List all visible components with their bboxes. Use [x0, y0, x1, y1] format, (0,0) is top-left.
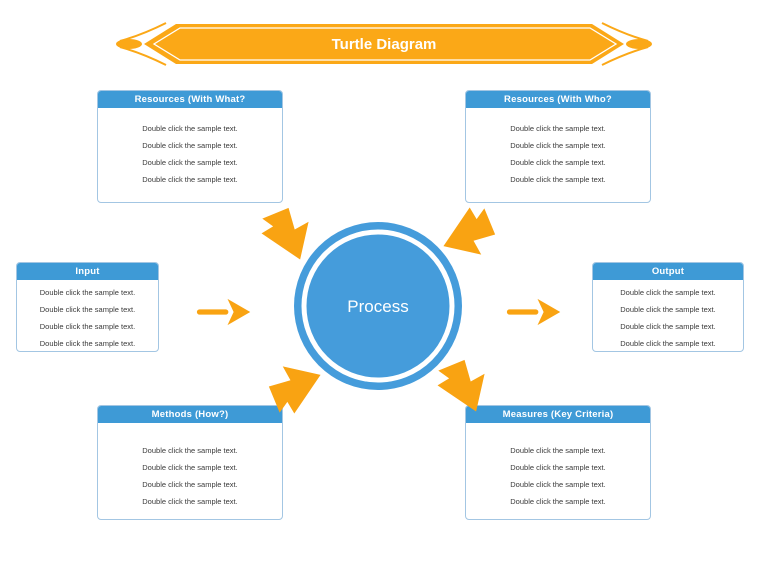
- box-resources-who-body: Double click the sample text. Double cli…: [466, 108, 650, 188]
- box-input-title[interactable]: Input: [17, 263, 158, 280]
- sample-text-line[interactable]: Double click the sample text.: [39, 288, 136, 297]
- sample-text-line[interactable]: Double click the sample text.: [142, 124, 238, 133]
- arrow-input-to-process[interactable]: [196, 296, 252, 328]
- banner-ribbon-inner-outline: [152, 27, 618, 61]
- arrow-resources-what-to-process[interactable]: [247, 191, 326, 270]
- arrow-process-to-output[interactable]: [506, 296, 562, 328]
- box-output-body: Double click the sample text. Double cli…: [593, 280, 743, 351]
- right-arrow-icon: [506, 298, 561, 326]
- box-input-body: Double click the sample text. Double cli…: [17, 280, 158, 351]
- double-chevron-arrow-icon: [261, 207, 309, 260]
- sample-text-line[interactable]: Double click the sample text.: [510, 446, 606, 455]
- box-resources-what-body: Double click the sample text. Double cli…: [98, 108, 282, 188]
- process-circle[interactable]: Process: [294, 222, 462, 390]
- banner-left-ornament-icon: [116, 22, 167, 66]
- box-resources-what[interactable]: Resources (With What? Double click the s…: [97, 90, 283, 203]
- box-input[interactable]: Input Double click the sample text. Doub…: [16, 262, 159, 352]
- sample-text-line[interactable]: Double click the sample text.: [510, 124, 606, 133]
- box-output[interactable]: Output Double click the sample text. Dou…: [592, 262, 744, 352]
- sample-text-line[interactable]: Double click the sample text.: [39, 339, 136, 348]
- sample-text-line[interactable]: Double click the sample text.: [510, 497, 606, 506]
- box-methods-body: Double click the sample text. Double cli…: [98, 423, 282, 510]
- sample-text-line[interactable]: Double click the sample text.: [510, 158, 606, 167]
- sample-text-line[interactable]: Double click the sample text.: [39, 322, 136, 331]
- sample-text-line[interactable]: Double click the sample text.: [620, 288, 716, 297]
- box-measures-title[interactable]: Measures (Key Criteria): [466, 406, 650, 423]
- sample-text-line[interactable]: Double click the sample text.: [142, 497, 238, 506]
- sample-text-line[interactable]: Double click the sample text.: [142, 480, 238, 489]
- sample-text-line[interactable]: Double click the sample text.: [142, 158, 238, 167]
- box-measures-body: Double click the sample text. Double cli…: [466, 423, 650, 510]
- process-inner-ring: [301, 229, 455, 383]
- sample-text-line[interactable]: Double click the sample text.: [620, 305, 716, 314]
- arrow-process-to-measures[interactable]: [423, 343, 502, 422]
- sample-text-line[interactable]: Double click the sample text.: [510, 141, 606, 150]
- sample-text-line[interactable]: Double click the sample text.: [142, 141, 238, 150]
- box-resources-who-title[interactable]: Resources (With Who?: [466, 91, 650, 108]
- arrow-methods-to-process[interactable]: [252, 348, 331, 427]
- sample-text-line[interactable]: Double click the sample text.: [39, 305, 136, 314]
- title-banner[interactable]: Turtle Diagram: [114, 22, 654, 66]
- double-chevron-arrow-icon: [443, 207, 496, 255]
- box-methods-title[interactable]: Methods (How?): [98, 406, 282, 423]
- sample-text-line[interactable]: Double click the sample text.: [510, 463, 606, 472]
- sample-text-line[interactable]: Double click the sample text.: [142, 463, 238, 472]
- sample-text-line[interactable]: Double click the sample text.: [510, 175, 606, 184]
- arrow-resources-who-to-process[interactable]: [432, 193, 511, 272]
- right-arrow-icon: [196, 298, 251, 326]
- sample-text-line[interactable]: Double click the sample text.: [510, 480, 606, 489]
- box-measures[interactable]: Measures (Key Criteria) Double click the…: [465, 405, 651, 520]
- process-label: Process: [347, 297, 408, 316]
- box-resources-what-title[interactable]: Resources (With What?: [98, 91, 282, 108]
- box-output-title[interactable]: Output: [593, 263, 743, 280]
- sample-text-line[interactable]: Double click the sample text.: [142, 446, 238, 455]
- double-chevron-arrow-icon: [268, 366, 321, 414]
- banner-ribbon: [144, 24, 624, 64]
- box-resources-who[interactable]: Resources (With Who? Double click the sa…: [465, 90, 651, 203]
- sample-text-line[interactable]: Double click the sample text.: [142, 175, 238, 184]
- double-chevron-arrow-icon: [437, 359, 485, 412]
- sample-text-line[interactable]: Double click the sample text.: [620, 339, 716, 348]
- box-methods[interactable]: Methods (How?) Double click the sample t…: [97, 405, 283, 520]
- banner-right-ornament-icon: [601, 22, 652, 66]
- page-title: Turtle Diagram: [332, 36, 437, 53]
- sample-text-line[interactable]: Double click the sample text.: [620, 322, 716, 331]
